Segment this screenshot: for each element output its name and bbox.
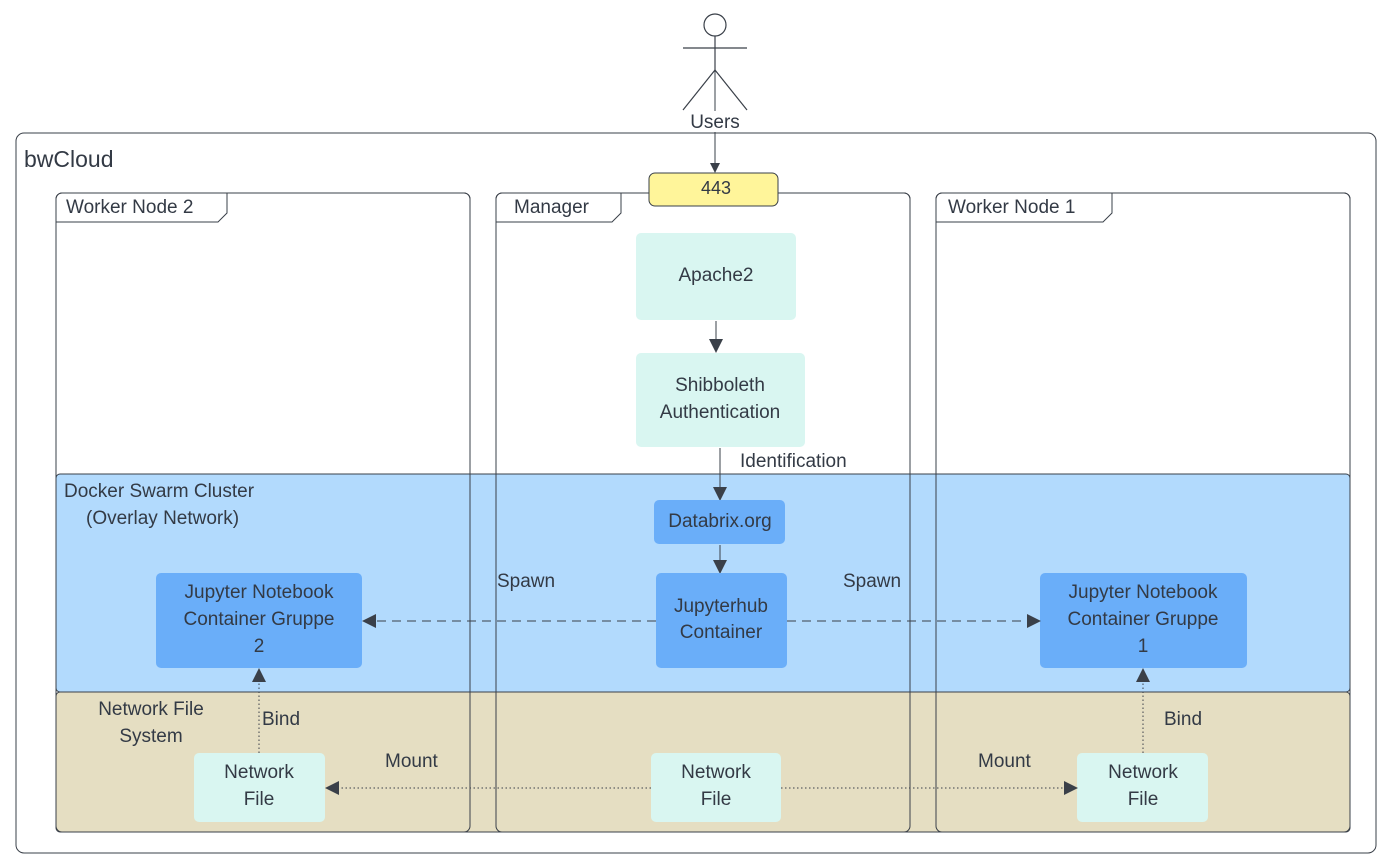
apache2-box [636, 233, 796, 320]
network-file-right-line2: File [1128, 789, 1159, 810]
bind-right-label: Bind [1164, 709, 1202, 730]
shibboleth-box [636, 353, 805, 447]
manager-title: Manager [514, 197, 590, 218]
port-443-label: 443 [701, 178, 731, 198]
notebook-gruppe-1-line1: Jupyter Notebook [1069, 582, 1218, 603]
jupyterhub-label-line1: Jupyterhub [674, 596, 768, 617]
swarm-label-line2: (Overlay Network) [86, 508, 239, 529]
notebook-gruppe-2-line3: 2 [254, 636, 265, 657]
nfs-label-line1: Network File [98, 699, 204, 720]
notebook-gruppe-1-line3: 1 [1138, 636, 1149, 657]
notebook-gruppe-1-line2: Container Gruppe [1067, 609, 1218, 630]
user-icon [682, 13, 748, 111]
spawn-left-label: Spawn [497, 571, 555, 592]
databrix-box [654, 500, 785, 544]
worker-node-1-tab [936, 193, 1113, 223]
worker-node-1-title: Worker Node 1 [948, 197, 1075, 218]
shibboleth-label-line2: Authentication [660, 402, 780, 423]
network-file-center-line2: File [701, 789, 732, 810]
apache2-label: Apache2 [678, 265, 753, 286]
notebook-gruppe-2-box [156, 573, 362, 668]
port-443-box [648, 172, 779, 207]
network-file-left-line1: Network [224, 762, 294, 783]
swarm-label-line1: Docker Swarm Cluster [64, 481, 255, 502]
bind-left-label: Bind [262, 709, 300, 730]
shibboleth-label-line1: Shibboleth [675, 375, 765, 396]
network-file-center-box [651, 753, 781, 822]
network-file-right-line1: Network [1108, 762, 1178, 783]
manager-tab [496, 193, 622, 223]
notebook-gruppe-2-line1: Jupyter Notebook [185, 582, 334, 603]
notebook-gruppe-1-box [1040, 573, 1247, 668]
mount-left-label: Mount [385, 751, 439, 772]
bwcloud-title: bwCloud [24, 146, 114, 172]
identification-label: Identification [740, 451, 847, 472]
network-file-left-box [194, 753, 325, 822]
jupyterhub-label-line2: Container [680, 622, 763, 643]
databrix-label: Databrix.org [668, 511, 772, 532]
worker-node-2-tab [56, 193, 228, 223]
users-label-bg [685, 111, 745, 132]
jupyterhub-box [656, 573, 787, 668]
spawn-right-label: Spawn [843, 571, 901, 592]
network-file-right-box [1077, 753, 1208, 822]
mount-right-label: Mount [978, 751, 1032, 772]
nfs-label-line2: System [119, 726, 182, 747]
worker-node-2-title: Worker Node 2 [66, 197, 193, 218]
notebook-gruppe-2-line2: Container Gruppe [183, 609, 334, 630]
network-file-center-line1: Network [681, 762, 751, 783]
users-label: Users [690, 112, 740, 133]
network-file-left-line2: File [244, 789, 275, 810]
